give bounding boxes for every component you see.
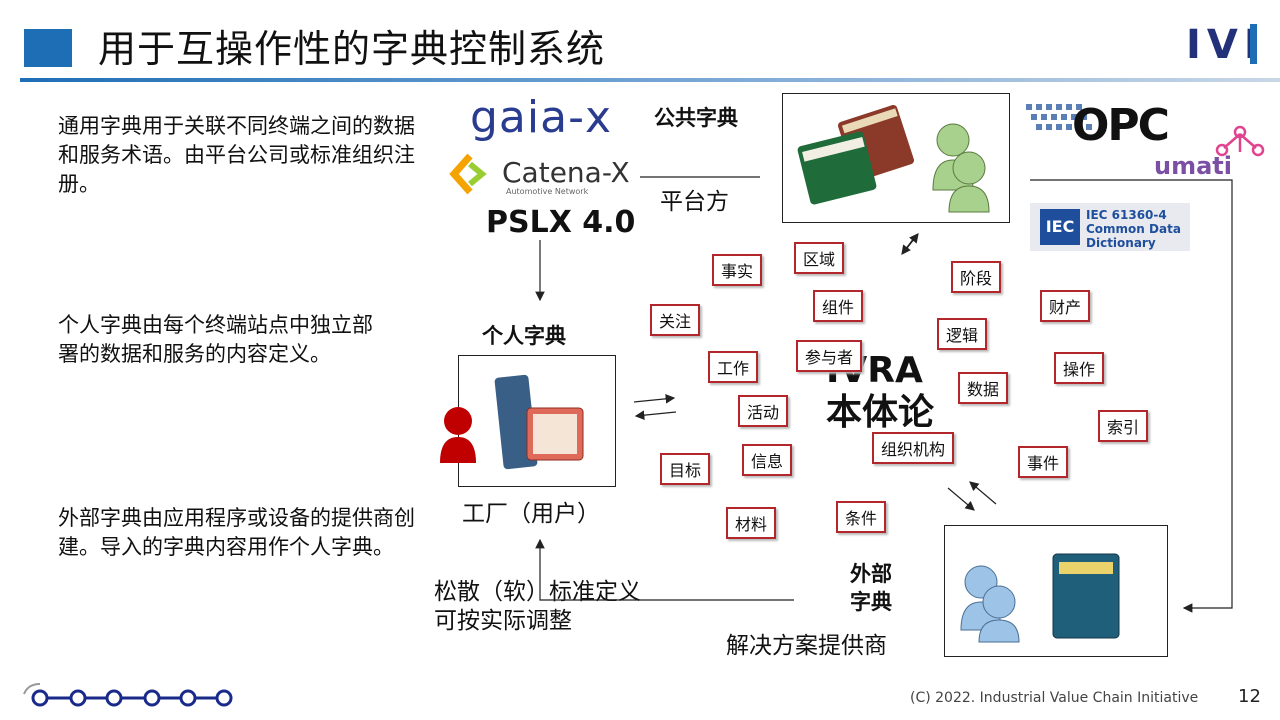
tag-material: 材料 xyxy=(726,507,777,539)
catenax-icon xyxy=(448,152,492,200)
public-dict-box xyxy=(782,93,1010,223)
footer-chain-logo xyxy=(18,680,238,718)
opc-logo-text: OPC xyxy=(1072,100,1170,151)
copyright-text: (C) 2022. Industrial Value Chain Initiat… xyxy=(910,690,1199,706)
external-dict-label-1: 外部 xyxy=(850,562,892,586)
public-to-external-arrow xyxy=(1030,179,1233,613)
tag-event: 事件 xyxy=(1018,446,1069,478)
gaiax-logo-text: gaia-x xyxy=(470,92,612,143)
english-dictionary-book-icon xyxy=(1052,553,1120,639)
tag-fact: 事实 xyxy=(712,254,763,286)
personal-dict-illustration xyxy=(494,374,584,470)
external-dict-description: 外部字典由应用程序或设备的提供商创建。导入的字典内容用作个人字典。 xyxy=(58,506,415,559)
dictionary-book-icon xyxy=(797,131,877,205)
ivi-logo-accent xyxy=(1250,24,1257,64)
iec-logo: IEC IEC 61360-4 Common Data Dictionary xyxy=(1030,203,1190,251)
standard-to-factory-arrow xyxy=(535,538,794,601)
ivra-to-personal-arrow xyxy=(634,410,677,420)
ivi-logo-text: IVI xyxy=(1186,22,1265,68)
title-marker xyxy=(24,29,72,67)
tag-work: 工作 xyxy=(708,351,759,383)
public-dict-label: 公共字典 xyxy=(654,106,738,130)
ivra-to-external-arrow xyxy=(947,487,975,511)
tag-condition: 条件 xyxy=(836,501,887,533)
iec-text: IEC 61360-4 Common Data Dictionary xyxy=(1086,208,1181,250)
opc-dots-icon xyxy=(1026,104,1092,130)
loose-standard-label-2: 可按实际调整 xyxy=(434,608,572,634)
user-red-icon xyxy=(436,405,480,469)
umati-logo-text: umati xyxy=(1154,152,1232,180)
tag-information: 信息 xyxy=(742,444,793,476)
solution-provider-label: 解决方案提供商 xyxy=(726,633,887,659)
chinese-book-icon xyxy=(526,407,584,461)
page-number: 12 xyxy=(1238,686,1261,707)
platform-label: 平台方 xyxy=(660,189,729,215)
tag-goal: 目标 xyxy=(660,453,711,485)
ivi-logo: IVI xyxy=(1186,22,1265,68)
common-dict-description: 通用字典用于关联不同终端之间的数据和服务术语。由平台公司或标准组织注册。 xyxy=(58,114,415,196)
loose-standard-label-1: 松散（软）标准定义 xyxy=(434,579,641,605)
tag-activity: 活动 xyxy=(738,395,789,427)
tag-operation: 操作 xyxy=(1054,352,1105,384)
personal-dict-box xyxy=(458,355,616,487)
users-blue-icon xyxy=(960,565,1020,643)
factory-label: 工厂（用户） xyxy=(462,501,600,527)
tag-region: 区域 xyxy=(794,242,845,274)
personal-dict-description: 个人字典由每个终端站点中独立部署的数据和服务的内容定义。 xyxy=(58,313,373,366)
iec-mark: IEC xyxy=(1040,209,1080,245)
title-underline xyxy=(20,78,1280,82)
tag-participant: 参与者 xyxy=(796,340,863,372)
tag-component: 组件 xyxy=(813,290,864,322)
catenax-logo-subtitle: Automotive Network xyxy=(506,187,589,196)
gaiax-logo: gaia-x xyxy=(470,92,612,143)
personal-dict-label: 个人字典 xyxy=(482,324,566,348)
external-to-ivra-arrow xyxy=(969,481,997,505)
public-dict-illustration xyxy=(797,104,990,213)
personal-to-ivra-arrow xyxy=(633,394,676,404)
catenax-logo-text: Catena-X xyxy=(502,156,630,189)
users-green-icon xyxy=(932,123,990,213)
tag-stage: 阶段 xyxy=(951,261,1002,293)
tag-logic: 逻辑 xyxy=(937,318,988,350)
opc-logo xyxy=(1024,100,1104,148)
public-to-ivra-arrow xyxy=(901,237,915,255)
tag-index: 索引 xyxy=(1098,410,1149,442)
tag-data: 数据 xyxy=(958,372,1009,404)
external-dict-box xyxy=(944,525,1168,657)
page-title: 用于互操作性的字典控制系统 xyxy=(98,27,606,71)
tag-organization: 组织机构 xyxy=(872,432,955,464)
external-dict-label-2: 字典 xyxy=(850,590,892,614)
tag-property: 财产 xyxy=(1040,290,1091,322)
tag-concern: 关注 xyxy=(650,304,701,336)
ivra-title-line-2: 本体论 xyxy=(826,392,935,433)
umati-network-icon xyxy=(1212,124,1268,162)
external-dict-illustration xyxy=(960,553,1120,643)
pslx-label: PSLX 4.0 xyxy=(486,205,636,240)
